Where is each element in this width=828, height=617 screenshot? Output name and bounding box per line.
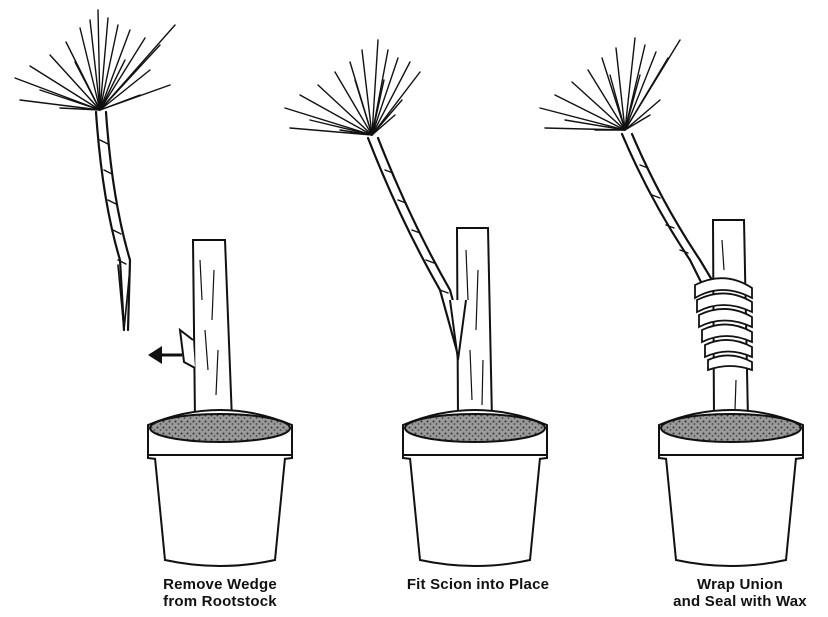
scion-fitted: [368, 138, 465, 355]
step-3-caption-line-1: Wrap Union: [650, 576, 828, 593]
step-3-caption-line-2: and Seal with Wax: [650, 593, 828, 610]
step-2-caption-line-1: Fit Scion into Place: [368, 576, 588, 593]
pine-needles-2: [285, 40, 420, 135]
step-1-caption: Remove Wedge from Rootstock: [120, 576, 320, 610]
left-arrow-icon: [148, 346, 182, 364]
step-3-illustration: [540, 38, 803, 566]
step-3-caption: Wrap Union and Seal with Wax: [650, 576, 828, 610]
step-1-caption-line-2: from Rootstock: [120, 593, 320, 610]
step-1-illustration: [15, 10, 292, 566]
pine-needles-1: [15, 10, 175, 110]
rootstock-trunk-1: [180, 240, 232, 420]
flower-pot-icon: [148, 410, 292, 566]
flower-pot-icon: [403, 410, 547, 566]
step-2-illustration: [285, 40, 547, 566]
step-1-caption-line-1: Remove Wedge: [120, 576, 320, 593]
scion-wrapped: [622, 134, 715, 290]
pine-needles-3: [540, 38, 680, 130]
flower-pot-icon: [659, 410, 803, 566]
step-2-caption: Fit Scion into Place: [368, 576, 588, 593]
scion-detached: [15, 10, 175, 330]
